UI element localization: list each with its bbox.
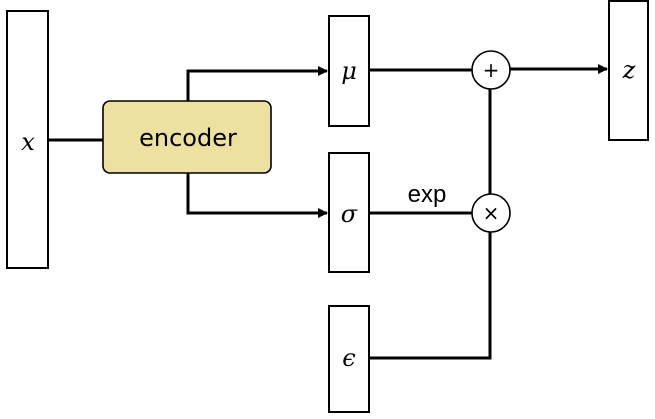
edge-epsilon-multiply xyxy=(369,232,492,360)
sigma-label: σ xyxy=(341,200,358,228)
output-label: z xyxy=(622,56,636,84)
output-node: z xyxy=(608,0,649,141)
encoder-box xyxy=(102,100,272,174)
sigma-node: σ xyxy=(328,152,370,273)
mu-label: μ xyxy=(341,57,357,85)
sigma-box xyxy=(328,152,370,273)
epsilon-box xyxy=(328,305,370,413)
epsilon-node: ϵ xyxy=(328,305,370,413)
epsilon-label: ϵ xyxy=(342,344,355,372)
add-operator: + xyxy=(471,50,511,90)
input-node: x xyxy=(6,10,49,269)
edge-encoder-sigma xyxy=(186,173,328,218)
edge-encoder-mu xyxy=(186,66,328,101)
multiply-operator: × xyxy=(471,193,511,233)
input-box xyxy=(6,10,49,269)
times-icon: × xyxy=(483,201,500,225)
encoder-label: encoder xyxy=(139,124,237,152)
mu-node: μ xyxy=(328,15,370,127)
output-box xyxy=(608,0,649,141)
exp-label: exp xyxy=(408,181,447,208)
mu-box xyxy=(328,15,370,127)
plus-icon: + xyxy=(483,58,500,82)
encoder-node: encoder xyxy=(102,100,272,174)
input-label: x xyxy=(21,128,35,156)
add-circle xyxy=(471,50,511,90)
multiply-circle xyxy=(471,193,511,233)
